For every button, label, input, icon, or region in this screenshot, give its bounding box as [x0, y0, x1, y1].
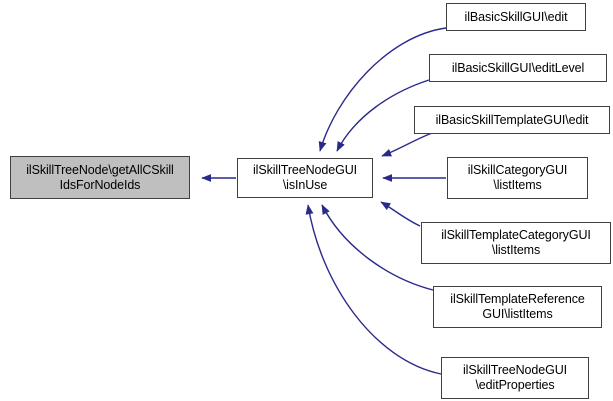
graph-node-skilltemplatecategorygui-listitems[interactable]: ilSkillTemplateCategoryGUI \listItems	[421, 222, 611, 264]
graph-node-basicskillgui-edit[interactable]: ilBasicSkillGUI\edit	[446, 3, 586, 31]
graph-node-basicskillgui-editlevel[interactable]: ilBasicSkillGUI\editLevel	[429, 54, 607, 82]
graph-node-label: ilSkillCategoryGUI \listItems	[467, 163, 568, 192]
graph-node-label: ilSkillTemplateReference GUI\listItems	[450, 292, 585, 321]
graph-node-getallcskillidsfornodeids[interactable]: ilSkillTreeNode\getAllCSkill IdsForNodeI…	[10, 156, 190, 199]
graph-node-label: ilSkillTreeNode\getAllCSkill IdsForNodeI…	[26, 162, 174, 192]
graph-node-label: ilSkillTreeNodeGUI \editProperties	[462, 363, 568, 392]
edge-skilltemplatereferencelistitems-to-isinuse	[321, 204, 434, 291]
graph-node-label: ilBasicSkillGUI\edit	[464, 9, 568, 24]
graph-node-label: ilBasicSkillGUI\editLevel	[451, 60, 585, 75]
graph-node-basicskilltemplategui-edit[interactable]: ilBasicSkillTemplateGUI\edit	[414, 106, 610, 134]
graph-node-skilltemplatereferencegui-listitems[interactable]: ilSkillTemplateReference GUI\listItems	[433, 286, 602, 328]
graph-node-label: ilSkillTemplateCategoryGUI \listItems	[441, 228, 591, 257]
edge-skilltemplatecategorylistitems-to-isinuse	[380, 201, 421, 227]
graph-node-skilltreenodegui-editproperties[interactable]: ilSkillTreeNodeGUI \editProperties	[441, 357, 589, 399]
graph-node-label: ilSkillTreeNodeGUI \isInUse	[252, 163, 358, 192]
graph-node-skillcategorygui-listitems[interactable]: ilSkillCategoryGUI \listItems	[447, 157, 588, 199]
graph-node-label: ilBasicSkillTemplateGUI\edit	[435, 112, 589, 127]
edge-basicskilltemplateedit-to-isinuse	[381, 132, 433, 157]
graph-node-isinuse[interactable]: ilSkillTreeNodeGUI \isInUse	[237, 158, 373, 198]
